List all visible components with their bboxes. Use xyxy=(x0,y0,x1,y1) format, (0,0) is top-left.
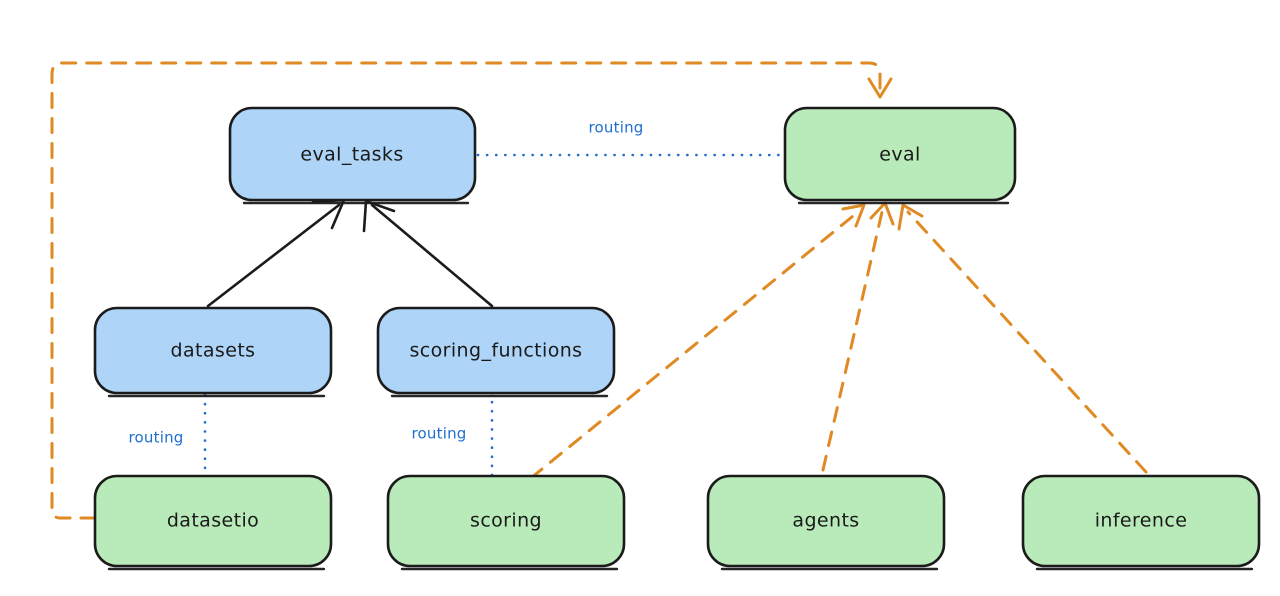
edge-datasets-to-eval-tasks xyxy=(206,198,346,308)
node-datasetio-shape[interactable] xyxy=(93,474,333,568)
node-scoring[interactable]: scoring xyxy=(386,474,626,571)
node-datasetio[interactable]: datasetio xyxy=(93,474,333,571)
edge-scoring-to-eval xyxy=(529,203,866,480)
node-scoring-shape[interactable] xyxy=(386,474,626,568)
node-scoring-functions-shape[interactable] xyxy=(376,306,616,395)
node-eval-tasks-label: eval_tasks xyxy=(300,144,403,166)
node-eval-tasks[interactable]: eval_tasks xyxy=(228,106,477,205)
edge-inference-to-eval xyxy=(897,203,1148,474)
routing-label-datasetio: routing xyxy=(129,429,184,447)
node-inference-shape[interactable] xyxy=(1021,474,1261,568)
node-eval[interactable]: eval xyxy=(783,106,1017,205)
node-inference[interactable]: inference xyxy=(1021,474,1261,571)
node-datasets[interactable]: datasets xyxy=(93,306,333,398)
routing-label-scoring: routing xyxy=(412,425,467,443)
node-eval-shape[interactable] xyxy=(783,106,1017,202)
node-eval-label: eval xyxy=(879,144,920,166)
node-datasetio-label: datasetio xyxy=(167,510,259,532)
node-scoring-functions-label: scoring_functions xyxy=(410,340,583,362)
node-agents-label: agents xyxy=(792,510,859,532)
node-layer: eval_tasks eval datasets scoring_functio… xyxy=(93,106,1261,571)
node-agents[interactable]: agents xyxy=(706,474,946,571)
edge-layer xyxy=(50,61,1148,520)
edge-datasetio-to-eval xyxy=(50,61,893,520)
node-scoring-label: scoring xyxy=(470,510,542,532)
node-agents-shape[interactable] xyxy=(706,474,946,568)
node-eval-tasks-shape[interactable] xyxy=(228,106,477,202)
edge-label-layer: routing routing routing xyxy=(129,119,644,447)
node-inference-label: inference xyxy=(1095,510,1188,532)
edge-agents-to-eval xyxy=(821,201,895,472)
node-datasets-shape[interactable] xyxy=(93,306,333,395)
node-scoring-functions[interactable]: scoring_functions xyxy=(376,306,616,398)
routing-label-eval: routing xyxy=(589,119,644,137)
edge-scoring-functions-to-eval-tasks xyxy=(362,199,494,308)
node-datasets-label: datasets xyxy=(171,340,256,362)
